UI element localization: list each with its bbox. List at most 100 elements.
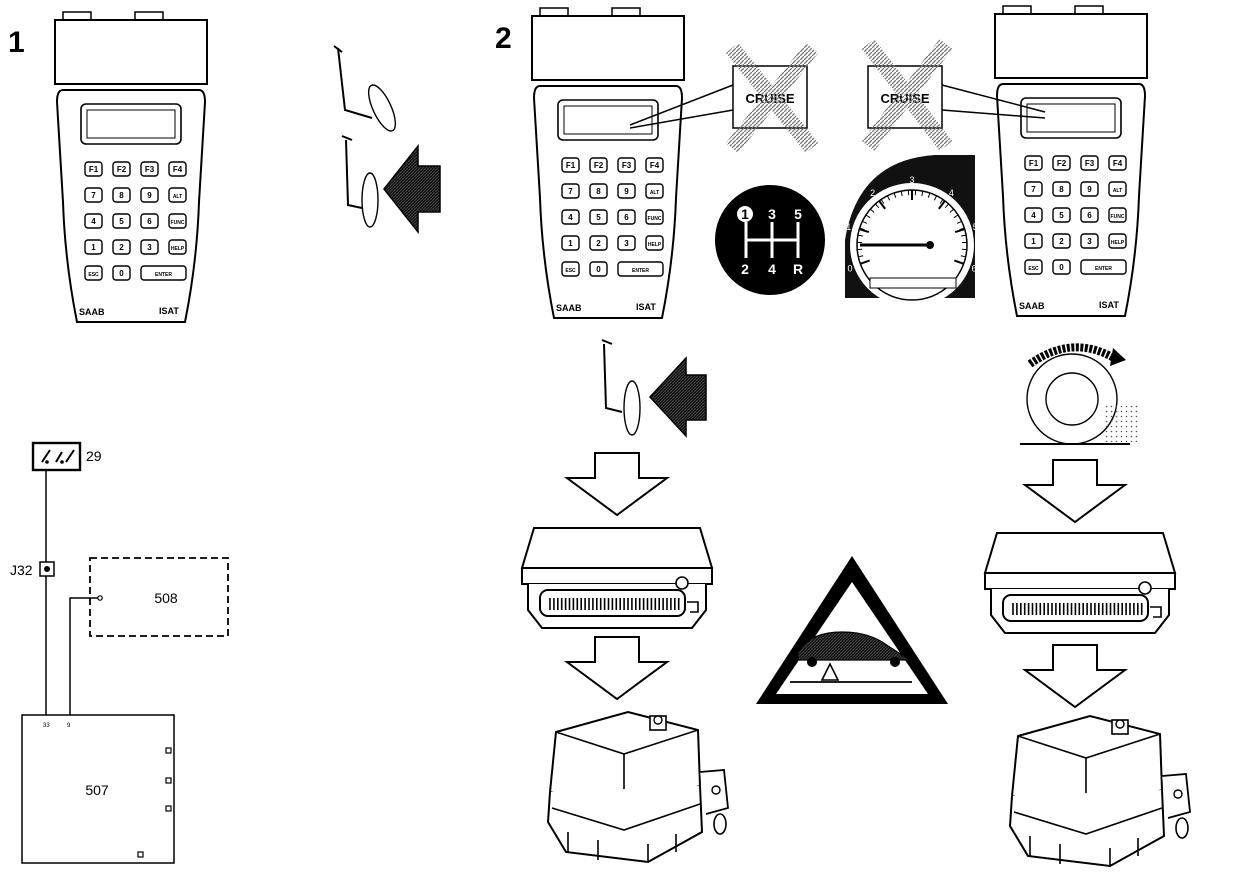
key-label: 9 [147, 191, 152, 200]
key-label: ALT [1113, 188, 1122, 194]
module-507 [21, 714, 175, 864]
down-arrow-1 [563, 452, 671, 517]
key-label: 7 [568, 187, 573, 196]
clutch-pedal-icon-2 [601, 339, 641, 436]
key-label: FUNC [171, 220, 185, 226]
key-8 [112, 187, 131, 203]
speedo-label-4: 4 [949, 188, 954, 198]
key-f3 [617, 157, 636, 173]
throttle-actuator-icon-1 [546, 710, 729, 864]
key-4 [84, 213, 103, 229]
press-arrow-1 [383, 143, 441, 235]
throttle-actuator-icon-2 [1008, 714, 1191, 868]
key-func [1108, 207, 1127, 223]
key-f2 [1052, 155, 1071, 171]
cruise-sign-crossed-1: CRUISE [629, 43, 819, 153]
key-6 [1080, 207, 1099, 223]
key-label: 3 [624, 239, 629, 248]
key-8 [1052, 181, 1071, 197]
key-label: F4 [1113, 159, 1123, 168]
key-enter [140, 265, 187, 281]
tester-model: ISAT [159, 306, 179, 316]
key-alt [168, 187, 187, 203]
key-5 [112, 213, 131, 229]
key-2 [589, 235, 608, 251]
key-3 [1080, 233, 1099, 249]
key-label: F4 [650, 161, 660, 170]
speedo-label-3: 3 [909, 175, 914, 185]
key-enter [1080, 259, 1127, 275]
key-7 [561, 183, 580, 199]
key-2 [112, 239, 131, 255]
gear-bottom-R: R [793, 261, 803, 277]
key-label: 7 [91, 191, 96, 200]
gear-bottom-2: 2 [741, 261, 749, 277]
speedo-label-2: 2 [870, 188, 875, 198]
key-label: 7 [1031, 185, 1036, 194]
key-help [645, 235, 664, 251]
key-6 [617, 209, 636, 225]
key-label: HELP [1111, 240, 1125, 246]
key-label: FUNC [1111, 214, 1125, 220]
gear-top-3: 3 [768, 206, 776, 222]
key-label: ENTER [632, 268, 649, 274]
key-3 [617, 235, 636, 251]
key-7 [1024, 181, 1043, 197]
key-label: ENTER [1095, 266, 1112, 272]
wiring-diagram: 29 J32 508 507 33 9 [10, 441, 229, 864]
key-label: 0 [1059, 263, 1064, 272]
control-unit-icon-1 [520, 527, 714, 629]
tester-brand: SAAB [79, 307, 105, 317]
down-arrow-4 [1021, 644, 1129, 709]
step-2-label: 2 [495, 22, 512, 55]
key-esc [1024, 259, 1043, 275]
key-label: 8 [596, 187, 601, 196]
key-label: ESC [565, 268, 576, 274]
tester-model: ISAT [636, 302, 656, 312]
key-f1 [1024, 155, 1043, 171]
speedo-label-0: 0 [847, 264, 852, 274]
key-f2 [589, 157, 608, 173]
key-label: 4 [568, 213, 573, 222]
key-label: F3 [145, 165, 155, 174]
key-f4 [168, 161, 187, 177]
key-1 [84, 239, 103, 255]
key-label: ESC [88, 272, 99, 278]
key-f3 [1080, 155, 1099, 171]
key-alt [645, 183, 664, 199]
key-5 [1052, 207, 1071, 223]
key-label: HELP [171, 246, 185, 252]
key-label: 4 [91, 217, 96, 226]
key-label: 1 [1031, 237, 1036, 246]
key-label: 2 [119, 243, 124, 252]
car-on-lift-warning-icon [756, 556, 948, 704]
key-label: 5 [119, 217, 124, 226]
key-label: 4 [1031, 211, 1036, 220]
key-label: 9 [1087, 185, 1092, 194]
key-label: F1 [89, 165, 99, 174]
key-label: 9 [624, 187, 629, 196]
key-label: F3 [622, 161, 632, 170]
key-label: 0 [596, 265, 601, 274]
key-label: 5 [1059, 211, 1064, 220]
key-4 [1024, 207, 1043, 223]
speedo-label-6: 6 [972, 264, 977, 274]
key-label: 8 [1059, 185, 1064, 194]
key-label: 3 [1087, 237, 1092, 246]
key-1 [561, 235, 580, 251]
key-esc [561, 261, 580, 277]
junction-ref: J32 [10, 562, 33, 578]
key-label: F3 [1085, 159, 1095, 168]
gear-top-5: 5 [794, 206, 802, 222]
key-1 [1024, 233, 1043, 249]
key-6 [140, 213, 159, 229]
key-label: 2 [596, 239, 601, 248]
key-label: FUNC [648, 216, 662, 222]
key-label: 3 [147, 243, 152, 252]
clutch-pedal-pressed-icon [341, 135, 379, 228]
key-label: F1 [566, 161, 576, 170]
key-help [168, 239, 187, 255]
